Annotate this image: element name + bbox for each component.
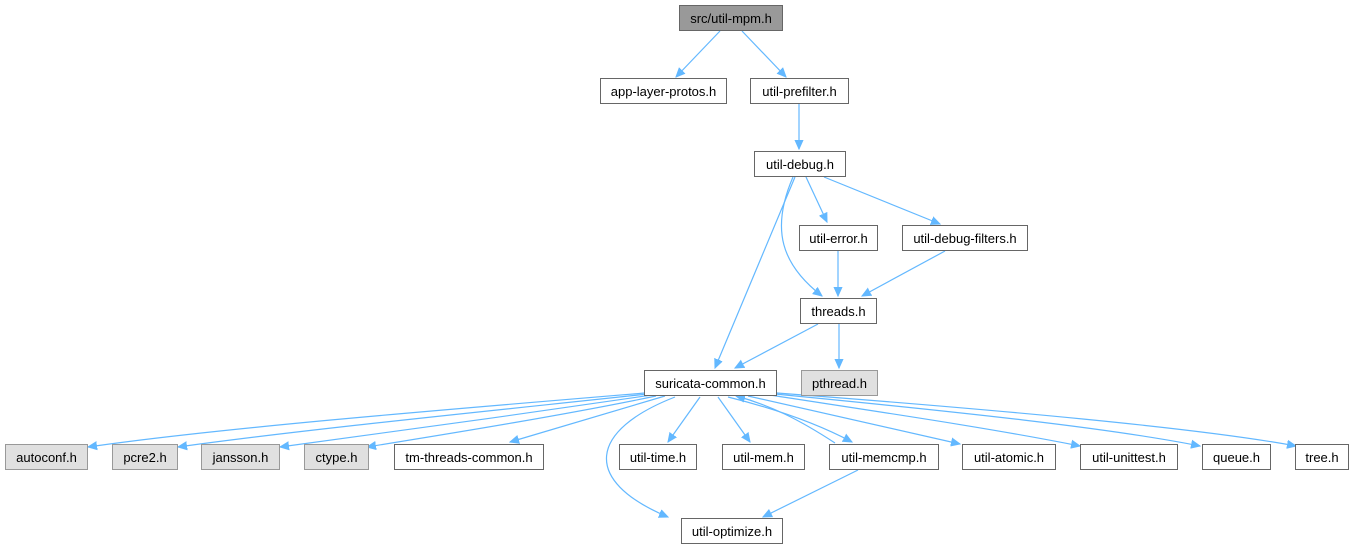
edge-suricata-common-to-util-unittest xyxy=(769,394,1080,446)
edge-util-debug-filters-to-threads xyxy=(862,250,946,296)
node-pthread-h: pthread.h xyxy=(801,370,878,396)
node-tree-h[interactable]: tree.h xyxy=(1295,444,1349,470)
node-suricata-common-h[interactable]: suricata-common.h xyxy=(644,370,777,396)
node-util-error-h[interactable]: util-error.h xyxy=(799,225,878,251)
node-autoconf-h: autoconf.h xyxy=(5,444,88,470)
node-jansson-h: jansson.h xyxy=(201,444,280,470)
edge-suricata-common-to-jansson xyxy=(280,394,653,447)
edge-suricata-common-to-ctype xyxy=(367,395,657,447)
edge-suricata-common-to-util-atomic xyxy=(747,395,960,444)
node-util-mem-h[interactable]: util-mem.h xyxy=(722,444,805,470)
node-threads-h[interactable]: threads.h xyxy=(800,298,877,324)
edge-util-mpm-to-util-prefilter xyxy=(741,30,786,77)
edge-util-memcmp-to-util-optimize xyxy=(763,469,859,517)
edge-suricata-common-to-util-optimize xyxy=(606,396,676,517)
edge-suricata-common-to-queue xyxy=(774,393,1200,446)
node-util-debug-h[interactable]: util-debug.h xyxy=(754,151,846,177)
edge-suricata-common-to-autoconf xyxy=(88,392,646,447)
edge-util-debug-to-util-error xyxy=(805,176,828,222)
edge-util-debug-to-threads xyxy=(780,176,822,296)
node-tm-threads-common-h[interactable]: tm-threads-common.h xyxy=(394,444,544,470)
edge-util-memcmp-to-suricata-common xyxy=(736,396,836,444)
edge-suricata-common-to-util-time xyxy=(668,396,701,442)
node-util-optimize-h[interactable]: util-optimize.h xyxy=(681,518,783,544)
node-util-debug-filters-h[interactable]: util-debug-filters.h xyxy=(902,225,1028,251)
edge-suricata-common-to-tm-threads-common xyxy=(510,395,666,442)
node-util-atomic-h[interactable]: util-atomic.h xyxy=(962,444,1056,470)
node-util-prefilter-h[interactable]: util-prefilter.h xyxy=(750,78,849,104)
node-src-util-mpm-h: src/util-mpm.h xyxy=(679,5,783,31)
edge-threads-to-suricata-common xyxy=(735,323,819,368)
node-app-layer-protos-h[interactable]: app-layer-protos.h xyxy=(600,78,727,104)
node-util-memcmp-h[interactable]: util-memcmp.h xyxy=(829,444,939,470)
node-ctype-h: ctype.h xyxy=(304,444,369,470)
edge-util-debug-to-suricata-common xyxy=(715,176,796,368)
edge-suricata-common-to-util-memcmp xyxy=(727,396,852,442)
edge-util-debug-to-util-debug-filters xyxy=(823,176,940,224)
node-pcre2-h: pcre2.h xyxy=(112,444,178,470)
node-queue-h[interactable]: queue.h xyxy=(1202,444,1271,470)
node-util-time-h[interactable]: util-time.h xyxy=(619,444,697,470)
edge-suricata-common-to-tree xyxy=(776,392,1296,446)
edge-suricata-common-to-pcre2 xyxy=(178,393,649,447)
edge-suricata-common-to-util-mem xyxy=(717,396,750,442)
edge-util-mpm-to-app-layer-protos xyxy=(676,30,721,77)
node-util-unittest-h[interactable]: util-unittest.h xyxy=(1080,444,1178,470)
